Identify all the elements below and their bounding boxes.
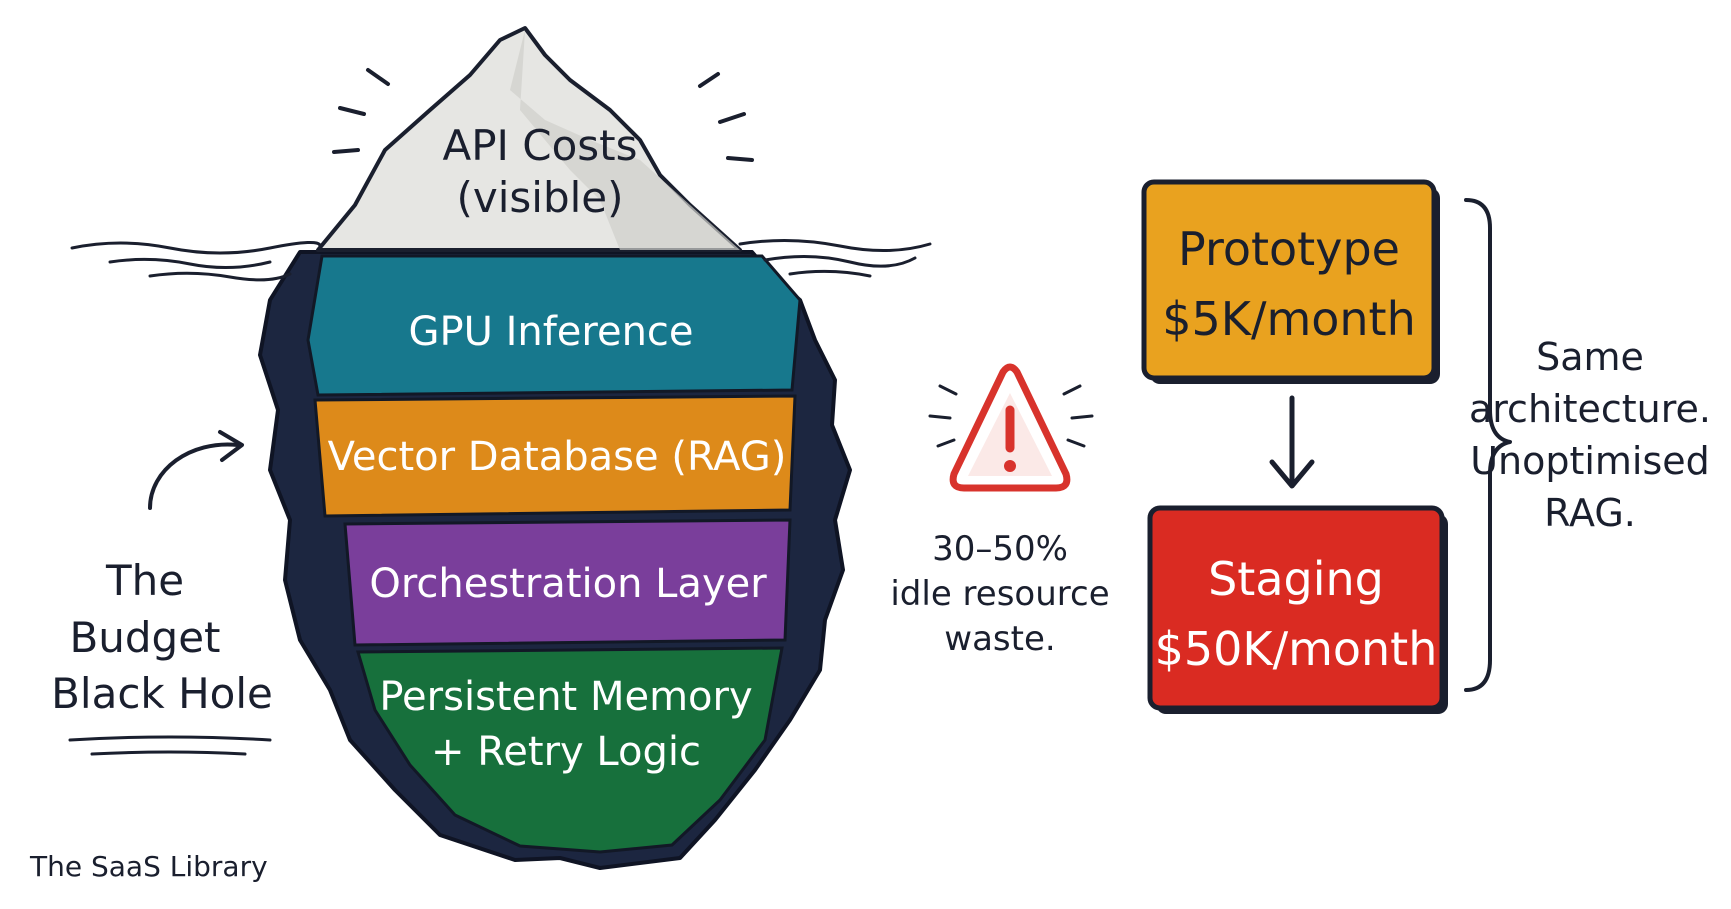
waterline bbox=[70, 238, 932, 282]
arrow-head-icon bbox=[218, 430, 244, 462]
layer-1-band bbox=[306, 254, 802, 397]
down-arrow-icon bbox=[1269, 395, 1315, 489]
staging-box-fill bbox=[1147, 505, 1445, 711]
staging-cost: $50K/month bbox=[1155, 622, 1438, 676]
layer-4-label-line2: + Retry Logic bbox=[431, 729, 701, 775]
warning-line1: 30–50% bbox=[932, 529, 1068, 569]
right-curly-brace bbox=[1464, 198, 1512, 692]
prototype-box-fill bbox=[1141, 179, 1437, 381]
iceberg: GPU Inference Vector Database (RAG) Orch… bbox=[258, 26, 852, 870]
brace-note-line1: Same bbox=[1536, 335, 1644, 379]
prototype-title: Prototype bbox=[1178, 222, 1400, 276]
iceberg-tip-shading bbox=[510, 30, 740, 250]
tip-sparkle-right bbox=[698, 72, 754, 162]
budget-label-line1: The bbox=[105, 556, 184, 605]
exclamation-dot-icon bbox=[1004, 460, 1016, 472]
layer-3-label: Orchestration Layer bbox=[369, 561, 767, 607]
brace-note: Same architecture. Unoptimised RAG. bbox=[1469, 335, 1711, 535]
layer-1-label: GPU Inference bbox=[408, 309, 693, 355]
curved-arrow bbox=[148, 442, 240, 510]
prototype-box: Prototype $5K/month bbox=[1141, 179, 1440, 384]
tip-label-line1: API Costs bbox=[442, 121, 637, 170]
prototype-cost: $5K/month bbox=[1162, 292, 1416, 346]
tip-label-line2: (visible) bbox=[456, 173, 623, 222]
budget-underline bbox=[68, 735, 272, 756]
brace-note-line3: Unoptimised bbox=[1470, 439, 1710, 483]
budget-label-line2: Budget bbox=[69, 613, 220, 662]
budget-label-line3: Black Hole bbox=[51, 669, 273, 718]
layer-2-label: Vector Database (RAG) bbox=[328, 434, 787, 480]
staging-title: Staging bbox=[1208, 552, 1384, 606]
brace-note-line2: architecture. bbox=[1469, 387, 1711, 431]
brace-note-line4: RAG. bbox=[1544, 491, 1636, 535]
idle-waste-warning: 30–50% idle resource waste. bbox=[890, 363, 1110, 659]
warning-sparkles bbox=[928, 384, 1094, 448]
layer-2-band bbox=[313, 394, 797, 518]
iceberg-layer-4: Persistent Memory + Retry Logic bbox=[356, 646, 784, 854]
layer-3-band bbox=[343, 518, 792, 647]
budget-black-hole-label: The Budget Black Hole bbox=[51, 430, 273, 756]
layer-4-band bbox=[356, 646, 784, 854]
staging-box: Staging $50K/month bbox=[1147, 505, 1448, 714]
warning-line3: waste. bbox=[944, 619, 1055, 659]
credit-label: The SaaS Library bbox=[29, 850, 268, 883]
layer-4-label-line1: Persistent Memory bbox=[379, 674, 752, 720]
iceberg-layer-2: Vector Database (RAG) bbox=[313, 394, 797, 518]
tip-sparkle-left bbox=[332, 68, 390, 154]
iceberg-layer-1: GPU Inference bbox=[306, 254, 802, 397]
warning-line2: idle resource bbox=[890, 574, 1109, 614]
iceberg-layer-3: Orchestration Layer bbox=[343, 518, 792, 647]
